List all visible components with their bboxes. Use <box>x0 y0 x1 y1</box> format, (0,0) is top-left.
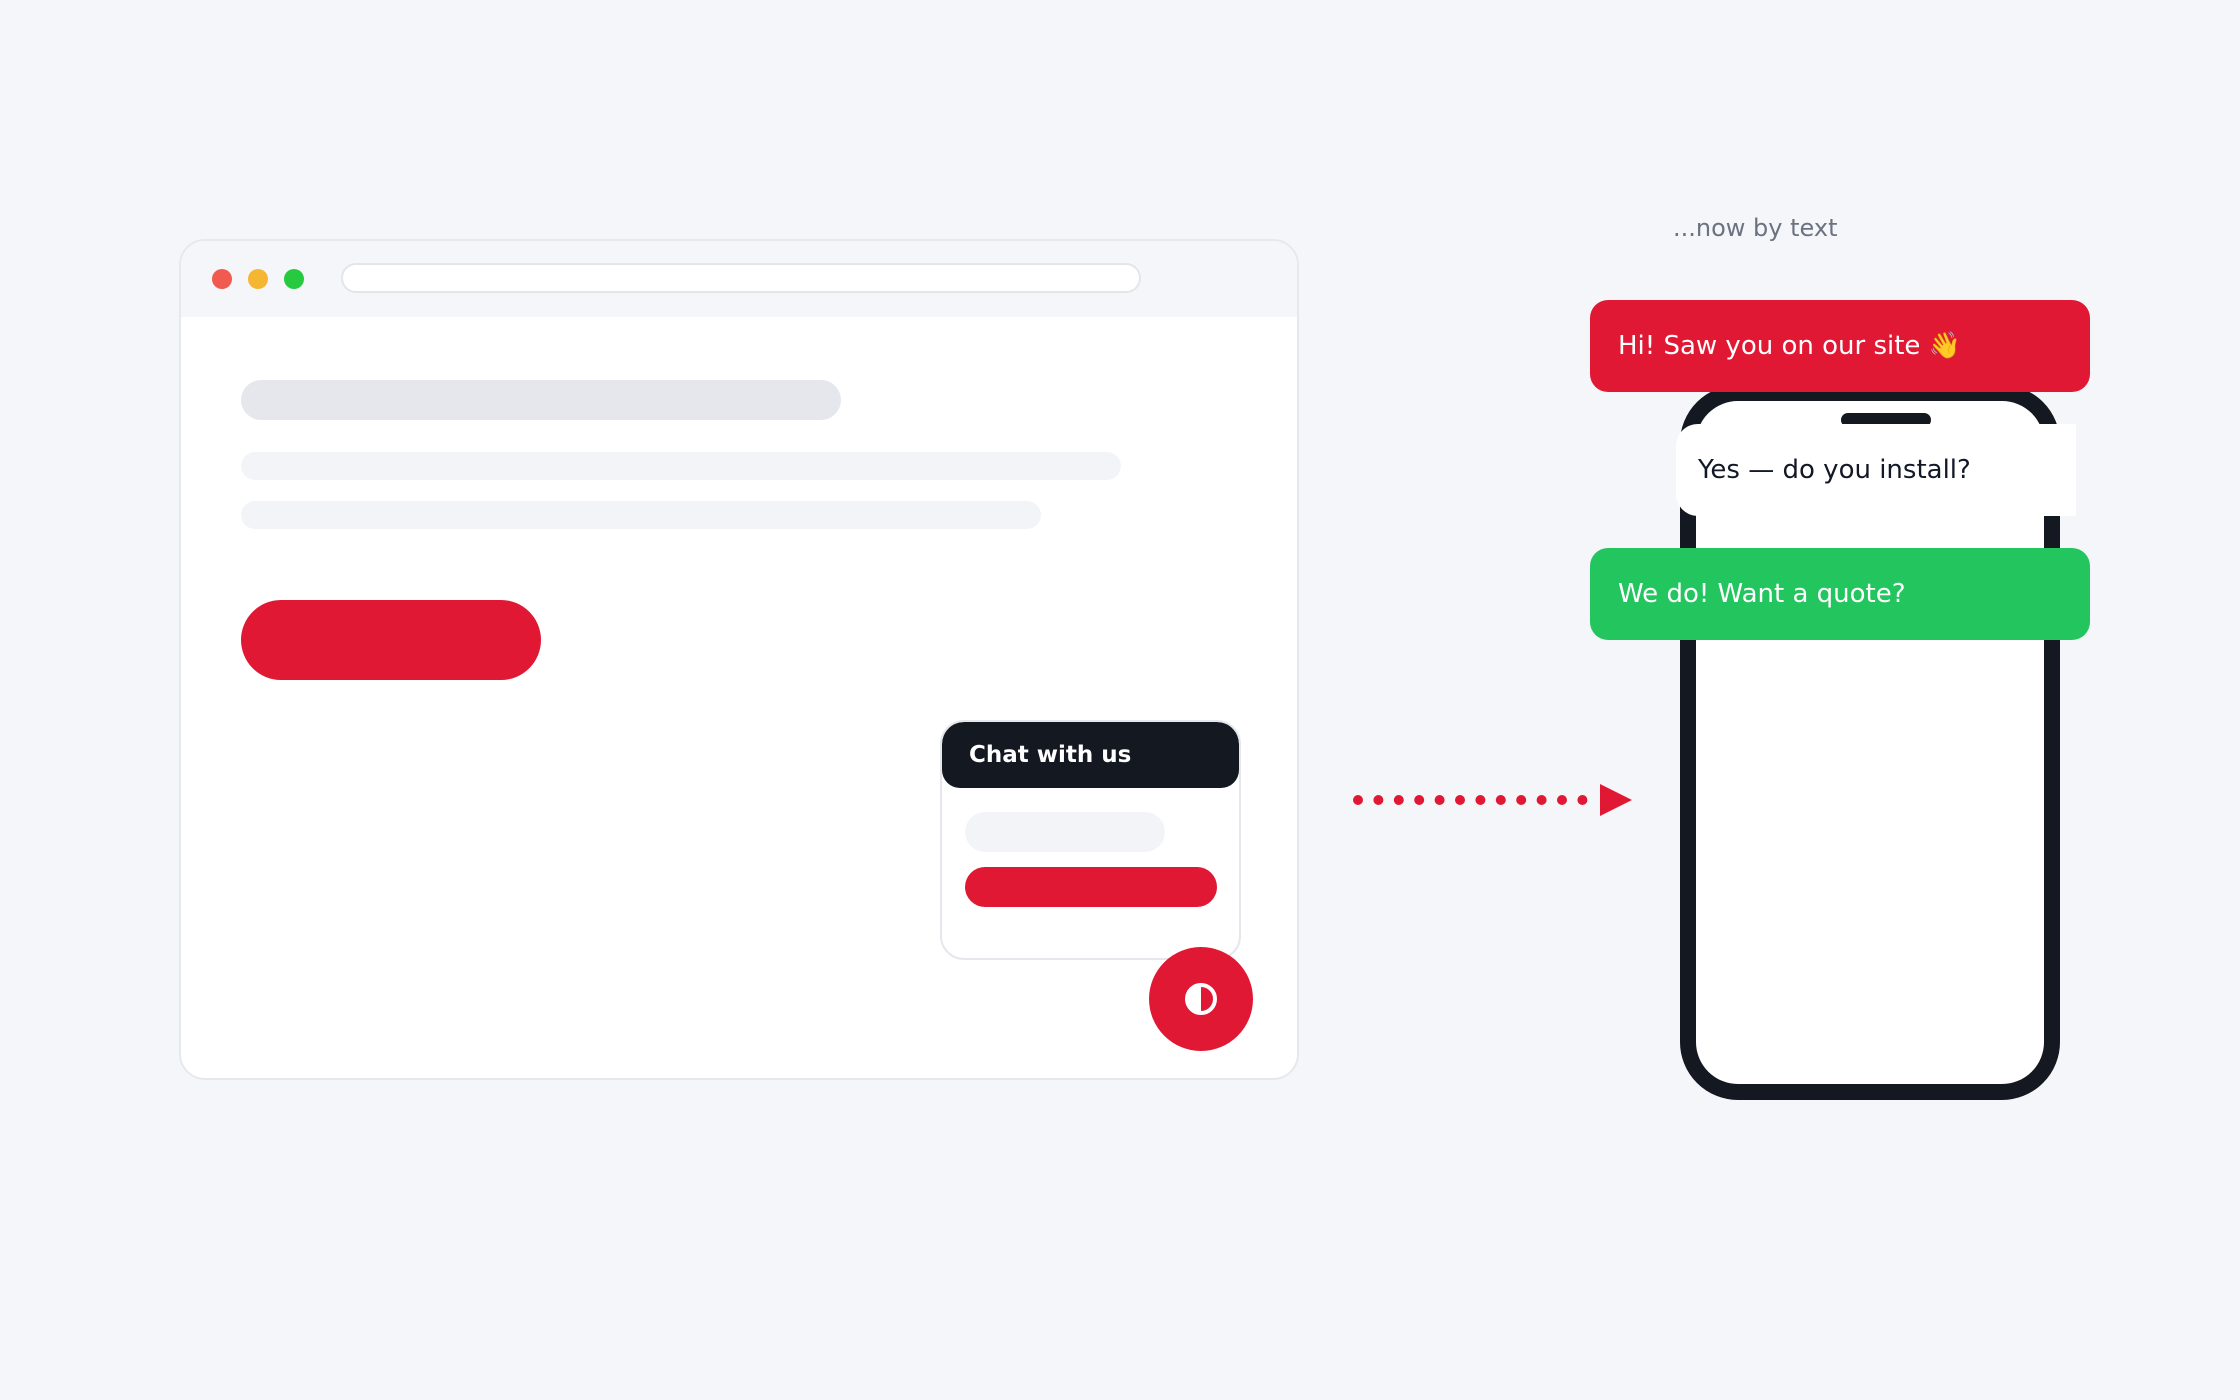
chat-input-placeholder[interactable] <box>965 812 1165 852</box>
arrow-dot <box>1414 795 1425 805</box>
chat-send-button[interactable] <box>965 867 1217 907</box>
phone-notch <box>1841 413 1931 427</box>
arrow-dot <box>1393 795 1404 805</box>
maximize-window-dot[interactable] <box>284 269 304 289</box>
message-bubble-business-reply: We do! Want a quote? <box>1590 548 2090 640</box>
arrow-dot <box>1495 795 1506 805</box>
arrow-dot <box>1373 795 1384 805</box>
arrow-dot <box>1475 795 1486 805</box>
page-heading-placeholder <box>241 380 841 420</box>
arrow-dot <box>1455 795 1465 805</box>
dotted-arrow-icon <box>1353 784 1632 816</box>
minimize-window-dot[interactable] <box>248 269 268 289</box>
cta-button-placeholder[interactable] <box>241 600 541 680</box>
arrow-dot <box>1557 795 1567 805</box>
contrast-icon <box>1185 983 1217 1015</box>
caption-text: ...now by text <box>1673 214 1838 242</box>
arrow-dot <box>1434 795 1445 805</box>
chat-launcher-button[interactable] <box>1149 947 1253 1051</box>
arrow-dot <box>1577 795 1588 805</box>
text-line-placeholder <box>241 452 1121 480</box>
chat-widget-title: Chat with us <box>942 722 1239 788</box>
message-bubble-business: Hi! Saw you on our site 👋 <box>1590 300 2090 392</box>
message-bubble-customer: Yes — do you install? <box>1676 424 2076 516</box>
close-window-dot[interactable] <box>212 269 232 289</box>
arrow-dot <box>1536 795 1547 805</box>
arrow-dot <box>1353 795 1363 805</box>
text-line-placeholder <box>241 501 1041 529</box>
browser-title-bar <box>181 241 1297 317</box>
chat-widget: Chat with us <box>940 720 1241 960</box>
arrow-dot <box>1516 795 1527 805</box>
browser-window: Chat with us <box>179 239 1299 1080</box>
address-bar[interactable] <box>341 263 1141 293</box>
